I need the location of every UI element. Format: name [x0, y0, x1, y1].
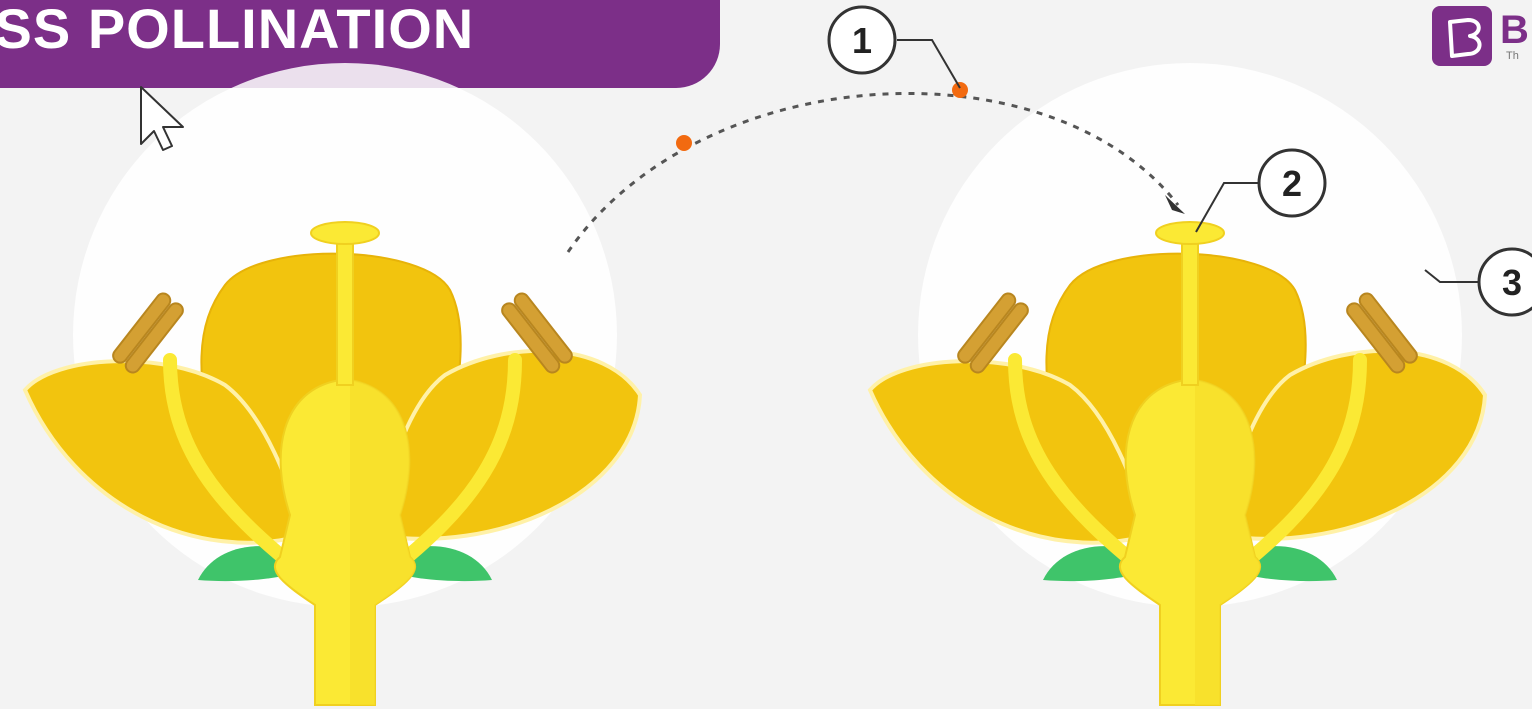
callout-1-number: 1: [852, 20, 872, 61]
logo-icon: [1432, 6, 1492, 66]
pollen-grain: [676, 135, 692, 151]
pollen-grain: [952, 82, 968, 98]
logo-tagline: Th: [1506, 50, 1519, 62]
logo-letter: B: [1500, 6, 1532, 54]
callout-3-number: 3: [1502, 262, 1522, 303]
left-flower: [25, 63, 640, 705]
right-flower: [870, 63, 1485, 705]
callout-2-number: 2: [1282, 163, 1302, 204]
